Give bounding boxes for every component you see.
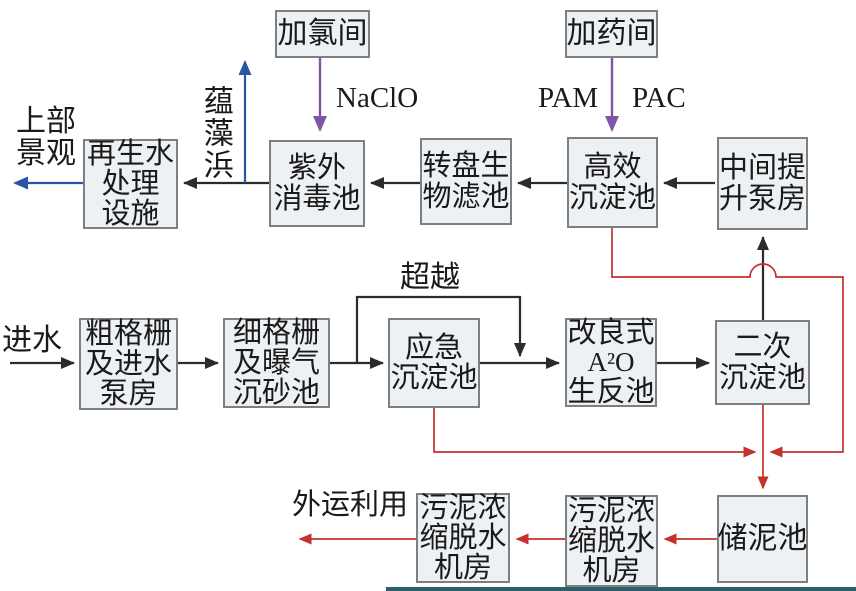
box-chlorination-room: 加氯间 xyxy=(275,10,370,58)
box-sludge-storage-tank: 储泥池 xyxy=(717,495,808,583)
box-dosing-room-label: 加药间 xyxy=(566,17,657,51)
box-emergency-sedimentation-tank: 应急 沉淀池 xyxy=(388,318,480,408)
box-secondary-sedimentation-tank: 二次 沉淀池 xyxy=(715,320,810,405)
box-uv-disinfection-tank: 紫外 消毒池 xyxy=(269,140,365,227)
pam-label: PAM xyxy=(538,82,599,114)
sludge-line-higheff xyxy=(611,228,844,458)
box-fine-screen-aerated-grit-tank: 细格栅 及曝气 沉砂池 xyxy=(223,318,330,408)
box-reclaimed-water-facility: 再生水 处理 设施 xyxy=(83,139,178,229)
sludge-lines xyxy=(298,228,844,545)
bypass-line xyxy=(355,295,526,363)
box-high-efficiency-sedimentation-tank: 高效 沉淀池 xyxy=(567,137,658,228)
box-coarse-screen-inlet-pump-house: 粗格栅 及进水 泵房 xyxy=(79,318,178,410)
box-chlorination-room-label: 加氯间 xyxy=(277,17,368,51)
box-sludge-dewatering-house-2: 污泥浓 缩脱水 机房 xyxy=(565,495,658,587)
reuse-lines xyxy=(13,60,252,190)
box-intermediate-lift-pump-house: 中间提 升泵房 xyxy=(717,137,808,230)
influent-label: 进水 xyxy=(2,324,62,357)
upper-landscape-label: 上部 景观 xyxy=(16,105,76,170)
box-rotary-bio-filter: 转盘生 物滤池 xyxy=(420,138,512,225)
dosing-lines xyxy=(313,58,619,132)
water-flow-lines xyxy=(10,177,769,369)
box-modified-a2o-bioreactor: 改良式 A²O 生反池 xyxy=(565,318,657,407)
bypass-label: 超越 xyxy=(400,261,460,294)
box-sludge-dewatering-house-1: 污泥浓 缩脱水 机房 xyxy=(416,493,510,583)
cropped-banner-strip xyxy=(386,587,856,591)
box-dosing-room: 加药间 xyxy=(565,10,658,58)
naclo-label: NaClO xyxy=(336,82,419,114)
yunzao-creek-label: 蕴藻浜 xyxy=(198,85,232,181)
sludge-line-emergency xyxy=(433,408,757,458)
pac-label: PAC xyxy=(632,82,686,114)
outbound-utilization-label: 外运利用 xyxy=(292,489,409,521)
